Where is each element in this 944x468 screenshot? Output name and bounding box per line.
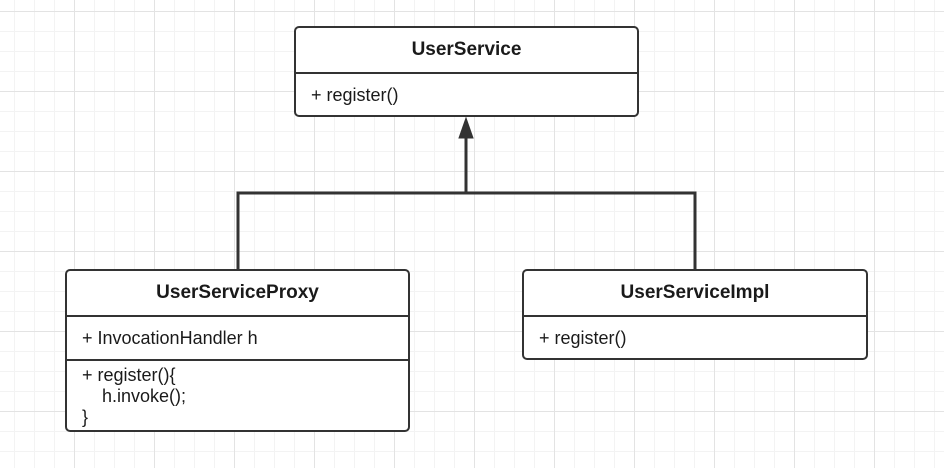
method-register: + register() <box>311 84 399 105</box>
class-name: UserService <box>296 28 637 74</box>
proxy-connector <box>236 191 466 270</box>
attributes-section: + InvocationHandler h <box>67 317 408 361</box>
method-line: } <box>82 407 89 427</box>
class-userservice[interactable]: UserService + register() <box>294 26 639 117</box>
methods-section: + register() <box>296 74 637 115</box>
methods-section: + register(){ h.invoke(); } <box>67 361 408 428</box>
inheritance-arrowhead <box>458 116 474 139</box>
methods-section: + register() <box>524 317 866 358</box>
impl-connector <box>466 191 697 270</box>
method-line: h.invoke(); <box>82 386 187 406</box>
class-name: UserServiceProxy <box>67 271 408 317</box>
class-userserviceimpl[interactable]: UserServiceImpl + register() <box>522 269 868 360</box>
attribute-invocation-handler: + InvocationHandler h <box>82 327 258 348</box>
class-userserviceproxy[interactable]: UserServiceProxy + InvocationHandler h +… <box>65 269 410 432</box>
method-register: + register() <box>539 327 627 348</box>
method-line: + register(){ <box>82 365 176 385</box>
class-name: UserServiceImpl <box>524 271 866 317</box>
